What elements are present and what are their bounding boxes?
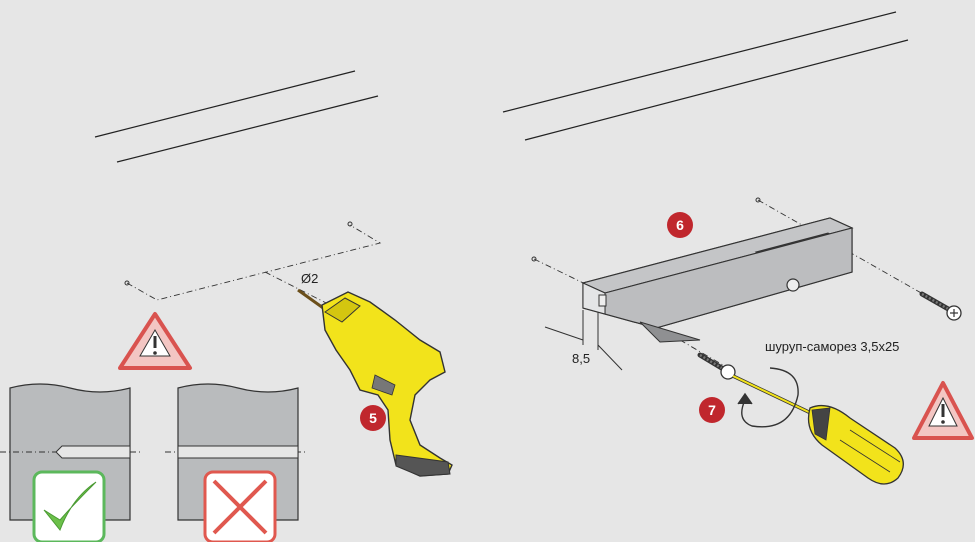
offset-label: 8,5	[572, 351, 590, 366]
cabinet-edge-left	[94, 70, 379, 163]
screwdriver-icon	[732, 374, 904, 485]
bracket	[581, 217, 854, 343]
hole-mark-right	[347, 221, 353, 227]
screw-spec-label: шуруп-саморез 3,5x25	[765, 339, 899, 354]
warning-right-icon	[912, 381, 974, 440]
step-badge-drill: 5	[360, 405, 386, 431]
rotation-arrow-icon	[737, 367, 799, 428]
drill-icon	[297, 288, 453, 477]
step-badge-place: 6	[667, 212, 693, 238]
hole-mark-left	[124, 280, 130, 286]
svg-text:6: 6	[676, 217, 684, 233]
step-badge-screw: 7	[699, 397, 725, 423]
warning-left-icon	[118, 312, 192, 370]
svg-text:7: 7	[708, 402, 716, 418]
drill-diameter-label: Ø2	[301, 271, 318, 286]
hole-mark-bracket-right	[755, 197, 761, 203]
hole-mark-bracket-left	[531, 256, 537, 262]
offset-dimension	[544, 310, 623, 371]
screw-left-icon	[697, 352, 736, 380]
screw-right-icon	[919, 291, 962, 321]
correct-check-icon	[32, 470, 106, 542]
wrong-cross-icon	[203, 470, 277, 542]
cabinet-edge-right	[502, 11, 909, 141]
svg-text:5: 5	[369, 410, 377, 426]
